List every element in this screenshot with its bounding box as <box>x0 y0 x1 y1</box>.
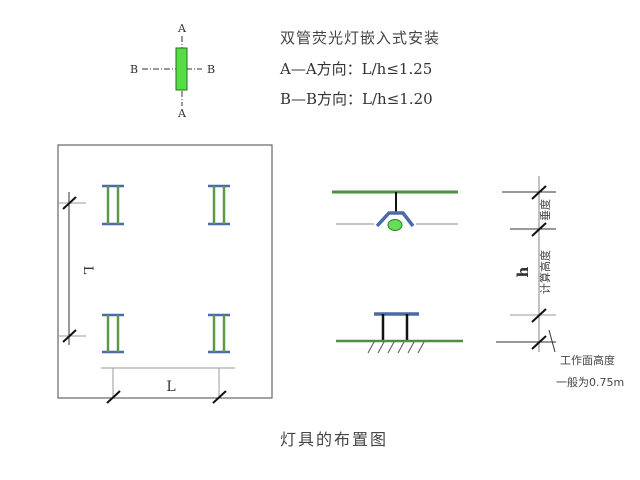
room-outline <box>57 144 273 399</box>
label-b-right: B <box>207 63 215 76</box>
lamp-icon <box>387 219 403 231</box>
fixture-bottom-left <box>102 313 124 354</box>
section-view <box>332 190 463 354</box>
height-dimension: h 垂度 计算高度 <box>496 176 556 353</box>
work-plane-note-1: 工作面高度 <box>560 353 615 367</box>
label-a-top: A <box>177 22 187 35</box>
dim-horizontal: L <box>101 367 235 404</box>
rule-aa: A—A方向：L/h≤1.25 <box>279 60 432 78</box>
plan-view: L L <box>57 144 273 404</box>
calc-height-label: 计算高度 <box>538 250 552 294</box>
label-b-left: B <box>130 63 138 76</box>
fixture-top-left <box>102 184 124 226</box>
fixture-bottom-right <box>208 313 230 354</box>
reflector <box>375 211 415 228</box>
label-a-bottom: A <box>177 107 187 120</box>
figure-caption: 灯具的布置图 <box>280 430 388 449</box>
rule-bb: B—B方向：L/h≤1.20 <box>280 90 433 108</box>
section-key-icon: A A B B <box>130 22 215 120</box>
install-title: 双管荧光灯嵌入式安装 <box>280 29 440 47</box>
floor-hatch <box>367 341 425 354</box>
drop-label: 垂度 <box>538 199 552 221</box>
dim-horizontal-label: L <box>166 379 175 395</box>
dim-h-label: h <box>514 266 532 277</box>
fixture-top-right <box>208 184 230 226</box>
note-leader <box>548 329 556 353</box>
dim-vertical: L <box>58 192 95 345</box>
work-plane-note-2: 一般为0.75m <box>556 376 624 389</box>
dim-vertical-label: L <box>80 266 95 275</box>
